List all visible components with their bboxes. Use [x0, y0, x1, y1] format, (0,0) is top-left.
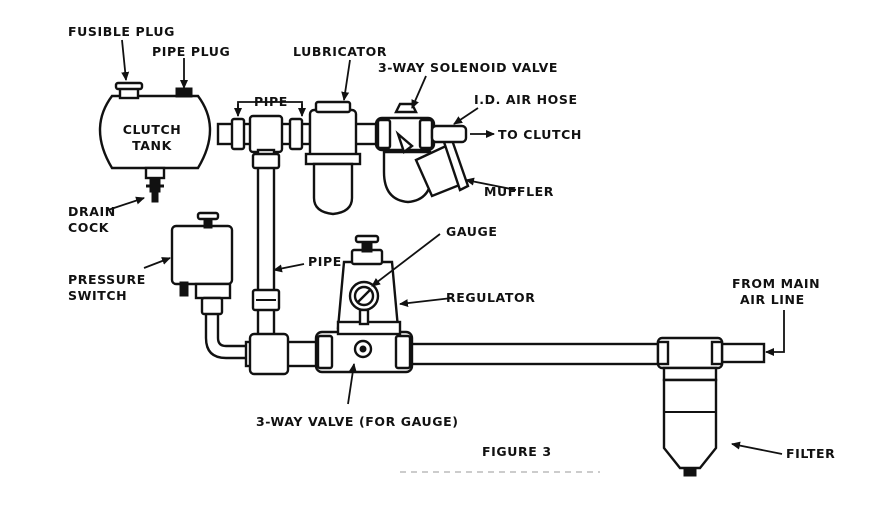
- air-hose-label: I.D. AIR HOSE: [474, 92, 578, 107]
- leader-lines: [107, 39, 785, 455]
- tank-label-line1: CLUTCH: [123, 122, 182, 137]
- pressure-switch-label-line2: SWITCH: [68, 288, 127, 303]
- pipe-plug-label: PIPE PLUG: [152, 44, 230, 59]
- bottom-tee: [248, 332, 290, 376]
- pressure-switch: [170, 211, 234, 316]
- air-hose: [430, 124, 468, 144]
- figure-caption: FIGURE 3: [482, 444, 552, 459]
- muffler: [414, 138, 470, 198]
- solenoid-valve: [374, 102, 436, 204]
- drain-cock: [144, 166, 166, 203]
- vertical-pipe: [251, 148, 281, 352]
- lubricator-label: LUBRICATOR: [293, 44, 387, 59]
- filter: [656, 336, 724, 477]
- from-main-label-line1: FROM MAIN: [732, 276, 820, 291]
- regulator-label: REGULATOR: [446, 290, 535, 305]
- lubricator: [304, 100, 362, 216]
- filter-label: FILTER: [786, 446, 835, 461]
- clutch-tank: CLUTCH TANK: [98, 94, 212, 170]
- three-way-valve-label: 3-WAY VALVE (FOR GAUGE): [256, 414, 459, 429]
- pressure-switch-label-line1: PRESSURE: [68, 272, 146, 287]
- drain-label-line1: DRAIN: [68, 204, 116, 219]
- pipe-mid-label: PIPE: [308, 254, 342, 269]
- fusible-plug-label: FUSIBLE PLUG: [68, 24, 175, 39]
- gauge-label: GAUGE: [446, 224, 498, 239]
- pipe-plug: [175, 87, 193, 98]
- pipe-top-label: PIPE: [254, 94, 288, 109]
- drain-label-line2: COCK: [68, 220, 110, 235]
- fusible-plug: [114, 81, 144, 100]
- from-main-label-line2: AIR LINE: [740, 292, 805, 307]
- top-tee: [248, 114, 284, 154]
- solenoid-valve-label: 3-WAY SOLENOID VALVE: [378, 60, 558, 75]
- tank-label-line2: TANK: [132, 138, 172, 153]
- three-way-valve: [314, 330, 414, 374]
- to-clutch-label: TO CLUTCH: [498, 127, 582, 142]
- muffler-label: MUFFLER: [484, 184, 554, 199]
- gauge: [348, 280, 380, 326]
